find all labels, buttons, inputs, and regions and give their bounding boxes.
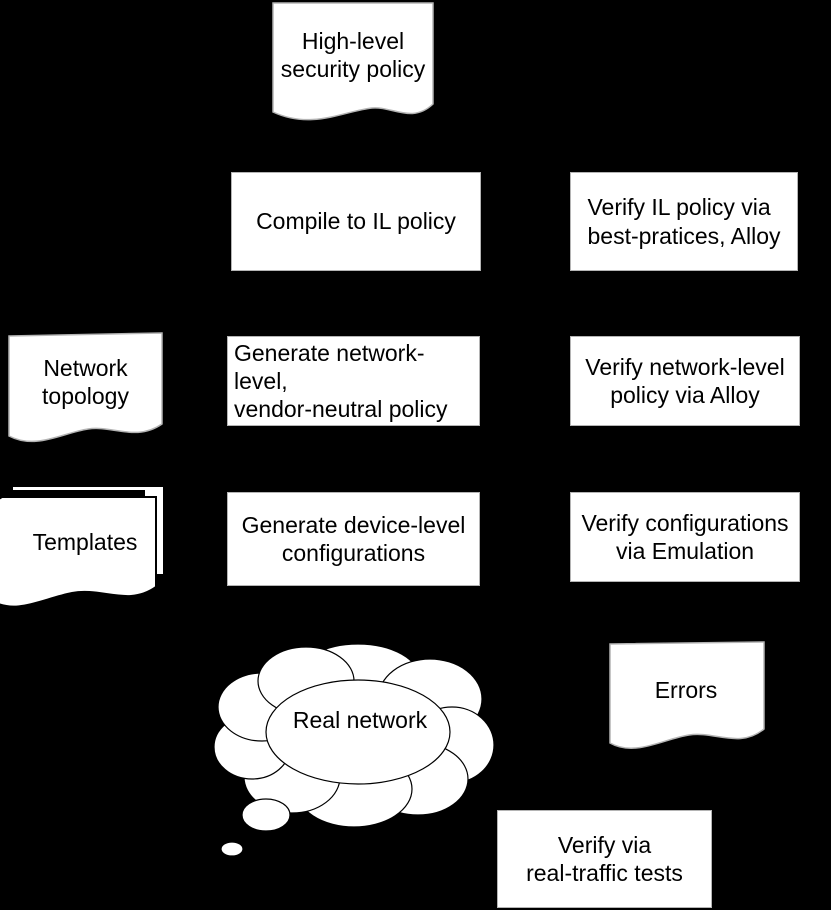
node-high-level-security-policy[interactable]: High-level security policy — [272, 2, 434, 122]
multidocument-shape-icon — [0, 485, 165, 608]
node-generate-device-level-configurations[interactable]: Generate device-level configurations — [227, 492, 480, 586]
node-label: Verify configurations via Emulation — [581, 509, 789, 564]
node-verify-network-level-policy[interactable]: Verify network-level policy via Alloy — [570, 336, 800, 426]
node-label: Verify network-level policy via Alloy — [585, 353, 785, 408]
node-verify-via-real-traffic-tests[interactable]: Verify via real-traffic tests — [497, 810, 712, 908]
node-network-topology[interactable]: Network topology — [8, 332, 163, 444]
document-shape-icon — [609, 641, 765, 749]
node-verify-configurations[interactable]: Verify configurations via Emulation — [570, 492, 800, 582]
node-label: Generate network-level, vendor-neutral p… — [234, 339, 448, 423]
node-label: Verify IL policy via best-pratices, Allo… — [587, 194, 781, 249]
document-shape-icon — [8, 332, 163, 443]
node-label: Compile to IL policy — [256, 208, 456, 235]
node-templates[interactable]: Templates — [0, 483, 172, 618]
node-label: Generate device-level configurations — [241, 511, 466, 566]
node-label: Verify via real-traffic tests — [526, 831, 683, 886]
document-shape-icon — [272, 2, 434, 121]
node-generate-network-level-policy[interactable]: Generate network-level, vendor-neutral p… — [227, 336, 480, 426]
node-real-network[interactable]: Real network — [208, 637, 498, 862]
node-errors[interactable]: Errors — [607, 641, 765, 751]
node-compile-to-il-policy[interactable]: Compile to IL policy — [231, 172, 481, 271]
node-verify-il-policy[interactable]: Verify IL policy via best-pratices, Allo… — [570, 172, 798, 271]
cloud-shape-icon — [213, 643, 495, 857]
